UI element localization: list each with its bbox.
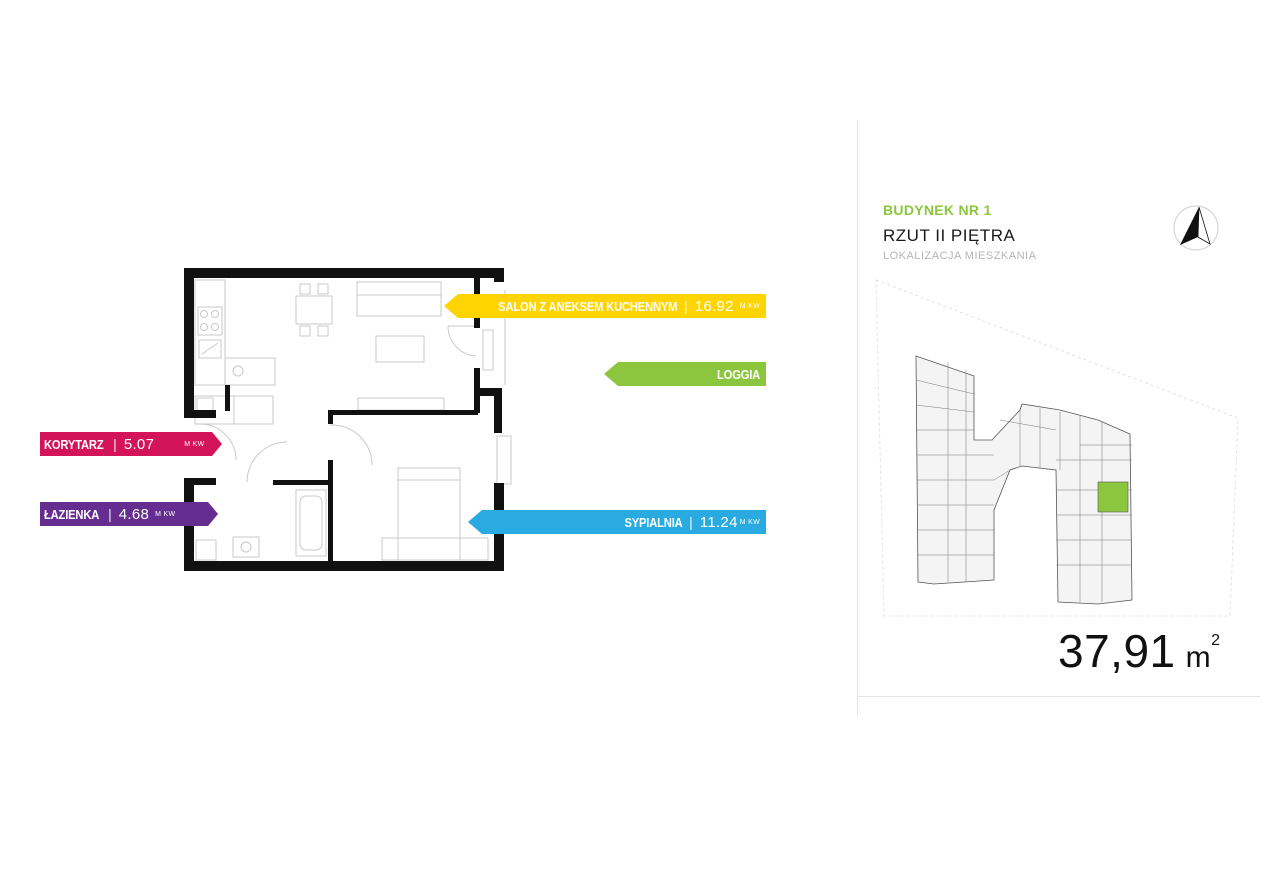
label-separator: | <box>113 436 117 452</box>
panel-divider-horizontal <box>858 696 1260 697</box>
total-area-value: 37,91 <box>1058 625 1176 677</box>
apartment-location-highlight <box>1097 481 1129 513</box>
label-korytarz-unit: M KW <box>184 440 205 448</box>
label-sypialnia-value: 11.24 <box>699 513 738 531</box>
total-area-unit: m <box>1185 641 1212 674</box>
label-lazienka: ŁAZIENKA | 4.68 M KW <box>40 502 218 526</box>
label-lazienka-value: 4.68 <box>118 505 150 523</box>
label-korytarz-name: KORYTARZ <box>44 436 104 452</box>
label-salon: SALON Z ANEKSEM KUCHENNYM | 16.92 M KW <box>444 294 766 318</box>
building-number: BUDYNEK NR 1 <box>883 202 992 218</box>
label-lazienka-unit: M KW <box>155 510 176 518</box>
label-salon-unit: M KW <box>739 302 760 310</box>
label-loggia: LOGGIA <box>604 362 766 386</box>
label-salon-name: SALON Z ANEKSEM KUCHENNYM <box>497 298 678 314</box>
building-site-plan <box>875 279 1239 617</box>
label-sypialnia-unit: M KW <box>739 518 760 526</box>
north-arrow-icon <box>1173 205 1219 251</box>
total-area-exponent: 2 <box>1211 632 1221 649</box>
label-salon-value: 16.92 <box>694 297 734 315</box>
label-loggia-name: LOGGIA <box>716 366 760 382</box>
label-korytarz: KORYTARZ | 5.07 M KW <box>40 432 222 456</box>
label-separator: | <box>684 298 688 314</box>
label-sypialnia: SYPIALNIA | 11.24 M KW <box>468 510 766 534</box>
label-separator: | <box>689 514 693 530</box>
panel-divider-vertical <box>857 120 858 715</box>
label-separator: | <box>108 506 112 522</box>
total-area: 37,91 m2 <box>1058 624 1221 678</box>
floor-title: RZUT II PIĘTRA <box>883 226 1016 245</box>
label-lazienka-name: ŁAZIENKA <box>44 506 100 522</box>
label-korytarz-value: 5.07 <box>123 435 155 453</box>
location-caption: LOKALIZACJA MIESZKANIA <box>883 250 1037 262</box>
label-sypialnia-name: SYPIALNIA <box>624 514 683 530</box>
